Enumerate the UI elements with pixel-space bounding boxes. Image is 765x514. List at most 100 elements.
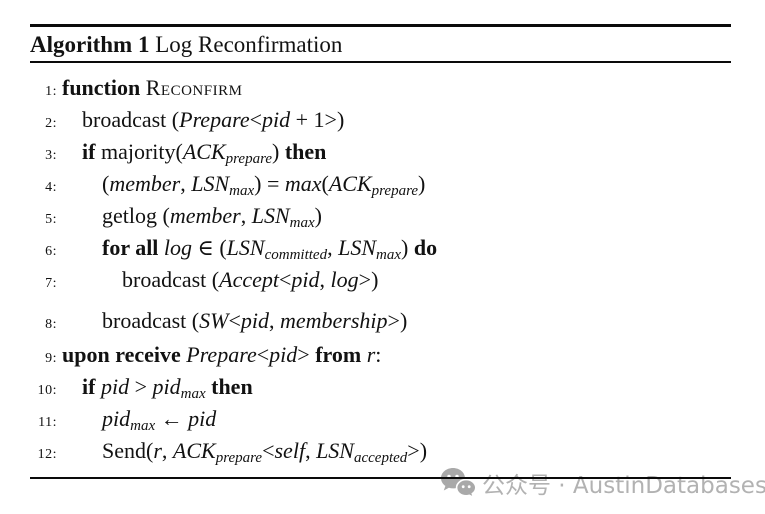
code-segment: ) = <box>254 171 285 196</box>
code-segment: max <box>376 247 401 263</box>
code-segment: >) <box>407 438 428 463</box>
code-segment: < <box>249 107 263 132</box>
wechat-icon <box>441 468 476 500</box>
code-segment: pid <box>100 374 130 399</box>
figure-rule-bottom <box>30 477 731 479</box>
code-segment: ACK <box>182 139 226 164</box>
code-segment: LSN <box>191 171 230 196</box>
code-segment: , <box>161 438 173 463</box>
line-content: broadcast (Accept<pid, log>) <box>57 264 378 296</box>
code-segment: max <box>180 386 206 402</box>
code-segment: Accept <box>219 267 279 292</box>
code-segment: self <box>274 438 306 463</box>
code-segment: upon receive <box>62 342 187 367</box>
line-number: 7: <box>45 276 57 291</box>
code-segment: for all <box>102 235 164 260</box>
algo-line: 3:if majority(ACKprepare) then <box>30 136 740 168</box>
code-segment: pid <box>102 406 131 431</box>
line-content: getlog (member, LSNmax) <box>57 200 322 232</box>
code-segment: LSN <box>251 203 290 228</box>
code-segment: max <box>130 418 156 434</box>
code-segment: prepare <box>371 183 419 199</box>
code-segment: Send( <box>102 438 154 463</box>
code-segment: broadcast ( <box>122 267 220 292</box>
code-segment: LSN <box>338 235 376 260</box>
code-segment: then <box>211 374 253 399</box>
code-segment: r <box>366 342 376 367</box>
line-number: 4: <box>45 180 57 195</box>
code-segment: then <box>284 139 327 164</box>
code-segment: max <box>289 215 315 231</box>
code-segment: committed <box>264 247 328 263</box>
code-segment: max <box>284 171 322 196</box>
code-segment: log <box>330 267 359 292</box>
code-segment: LSN <box>316 438 354 463</box>
line-number: 1: <box>45 84 57 99</box>
algo-line: 1: function Reconfirm <box>30 72 740 104</box>
line-content: broadcast (SW<pid, membership>) <box>57 305 407 337</box>
code-segment: getlog ( <box>102 203 170 228</box>
algo-line: 11:pidmax ← pid <box>30 403 740 435</box>
code-segment: Reconfirm <box>145 75 243 100</box>
code-segment: broadcast ( <box>82 107 180 132</box>
code-segment: ) <box>418 171 426 196</box>
code-segment: pid <box>188 406 217 431</box>
code-segment: , <box>319 267 331 292</box>
code-segment: from <box>315 342 362 367</box>
code-segment: < <box>262 438 275 463</box>
line-content: if majority(ACKprepare) then <box>57 136 326 168</box>
line-number: 10: <box>37 383 57 398</box>
code-segment: function <box>62 75 146 100</box>
line-content: broadcast (Prepare<pid + 1>) <box>57 104 344 136</box>
code-segment: prepare <box>225 151 273 167</box>
algorithm-title-label: Algorithm 1 <box>30 32 150 57</box>
code-segment: < <box>228 308 241 333</box>
code-segment: do <box>413 235 438 260</box>
algo-line: 10:if pid > pidmax then <box>30 371 740 403</box>
line-content: (member, LSNmax) = max(ACKprepare) <box>57 168 425 200</box>
code-segment: r <box>153 438 162 463</box>
line-number: 6: <box>45 244 57 259</box>
line-content: pidmax ← pid <box>57 403 216 435</box>
code-segment: < <box>278 267 292 292</box>
code-segment: broadcast ( <box>102 308 200 333</box>
code-segment: , <box>180 171 192 196</box>
code-segment: ← <box>155 406 189 431</box>
code-segment: pid <box>152 374 181 399</box>
line-number: 2: <box>45 116 57 131</box>
code-segment: if <box>82 139 96 164</box>
code-segment: >) <box>387 308 408 333</box>
code-segment: ACK <box>172 438 216 463</box>
code-segment: , <box>305 438 317 463</box>
code-segment: if <box>82 374 101 399</box>
code-segment: : <box>375 342 382 367</box>
watermark: 公众号 · AustinDatabases <box>440 466 765 500</box>
code-segment: + 1>) <box>290 107 345 132</box>
code-segment: ) <box>314 203 322 228</box>
code-segment: ACK <box>328 171 372 196</box>
code-segment: SW <box>199 308 229 333</box>
code-segment: ( <box>321 171 329 196</box>
code-segment: < <box>256 342 270 367</box>
line-number: 9: <box>45 351 57 366</box>
code-segment: ( <box>102 171 110 196</box>
code-segment: , <box>240 203 252 228</box>
code-segment: pid <box>269 342 298 367</box>
line-number: 11: <box>38 415 57 430</box>
code-segment: >) <box>358 267 379 292</box>
code-segment: member <box>109 171 181 196</box>
code-segment: LSN <box>226 235 265 260</box>
algo-line: 4:(member, LSNmax) = max(ACKprepare) <box>30 168 740 200</box>
line-number: 3: <box>45 148 57 163</box>
code-segment: , <box>269 308 280 333</box>
line-number: 8: <box>45 317 57 332</box>
algo-line: 12:Send(r, ACKprepare<self, LSNaccepted>… <box>30 435 740 467</box>
code-segment: max <box>229 183 255 199</box>
code-segment: Prepare <box>179 107 250 132</box>
algo-line: 2:broadcast (Prepare<pid + 1>) <box>30 104 740 136</box>
title-rule-bottom <box>30 61 731 63</box>
code-segment: majority( <box>95 139 183 164</box>
line-content: if pid > pidmax then <box>57 371 253 403</box>
code-segment: ) <box>272 139 285 164</box>
